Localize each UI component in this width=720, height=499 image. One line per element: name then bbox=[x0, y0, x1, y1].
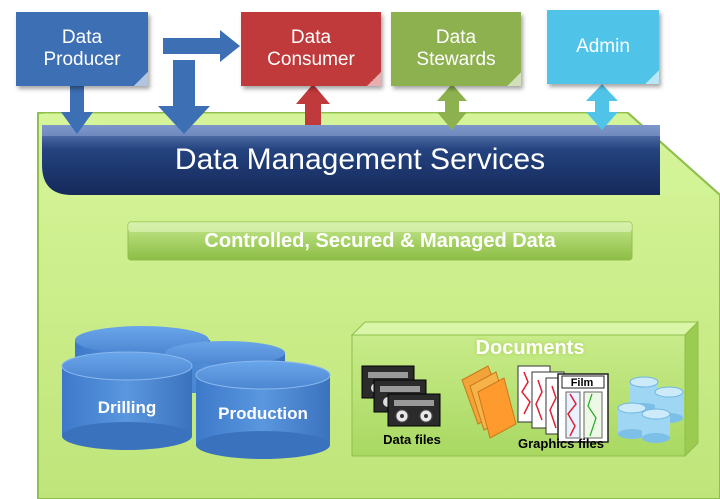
arrow-producer-down-1 bbox=[61, 86, 93, 134]
data-management-services-band bbox=[42, 125, 660, 195]
drilling-label: Drilling bbox=[97, 398, 157, 417]
orange-documents-icon bbox=[461, 365, 517, 439]
controlled-data-pill bbox=[127, 221, 633, 261]
database-drilling bbox=[61, 351, 193, 450]
data-stewards-box: Data Stewards bbox=[391, 12, 521, 86]
data-stewards-label: Data Stewards bbox=[416, 27, 496, 70]
arrow-admin-bidirectional bbox=[586, 84, 618, 130]
data-consumer-box: Data Consumer bbox=[241, 12, 381, 86]
note-fold bbox=[645, 70, 659, 84]
data-consumer-label: Data Consumer bbox=[267, 27, 355, 70]
data-files-label: Data files bbox=[383, 432, 441, 447]
arrows bbox=[61, 30, 618, 134]
note-fold bbox=[507, 72, 521, 86]
controlled-data-label: Controlled, Secured & Managed Data bbox=[204, 230, 556, 252]
database-production bbox=[195, 360, 331, 459]
arrow-producer-down-2 bbox=[158, 60, 210, 134]
tape-3 bbox=[387, 393, 441, 427]
note-fold bbox=[367, 72, 381, 86]
production-label: Production bbox=[218, 404, 308, 423]
film-label: Film bbox=[570, 377, 594, 389]
data-producer-box: Data Producer bbox=[16, 12, 148, 86]
note-fold bbox=[134, 72, 148, 86]
small-databases-icon bbox=[617, 376, 684, 443]
small-db-3 bbox=[617, 402, 647, 439]
documents-title: Documents bbox=[475, 337, 585, 359]
small-db-4 bbox=[641, 408, 671, 443]
admin-box: Admin bbox=[547, 10, 659, 84]
arrow-services-to-consumer bbox=[296, 84, 330, 125]
services-title: Data Management Services bbox=[174, 143, 546, 176]
database-cluster bbox=[61, 326, 331, 459]
data-files-icon bbox=[361, 365, 441, 427]
graphics-files-label: Graphics files bbox=[518, 436, 604, 451]
arrow-stewards-bidirectional bbox=[437, 84, 467, 130]
admin-label: Admin bbox=[576, 36, 630, 57]
data-producer-label: Data Producer bbox=[43, 27, 121, 70]
graphics-files-icon bbox=[517, 365, 609, 443]
arrow-producer-to-consumer bbox=[163, 30, 240, 62]
